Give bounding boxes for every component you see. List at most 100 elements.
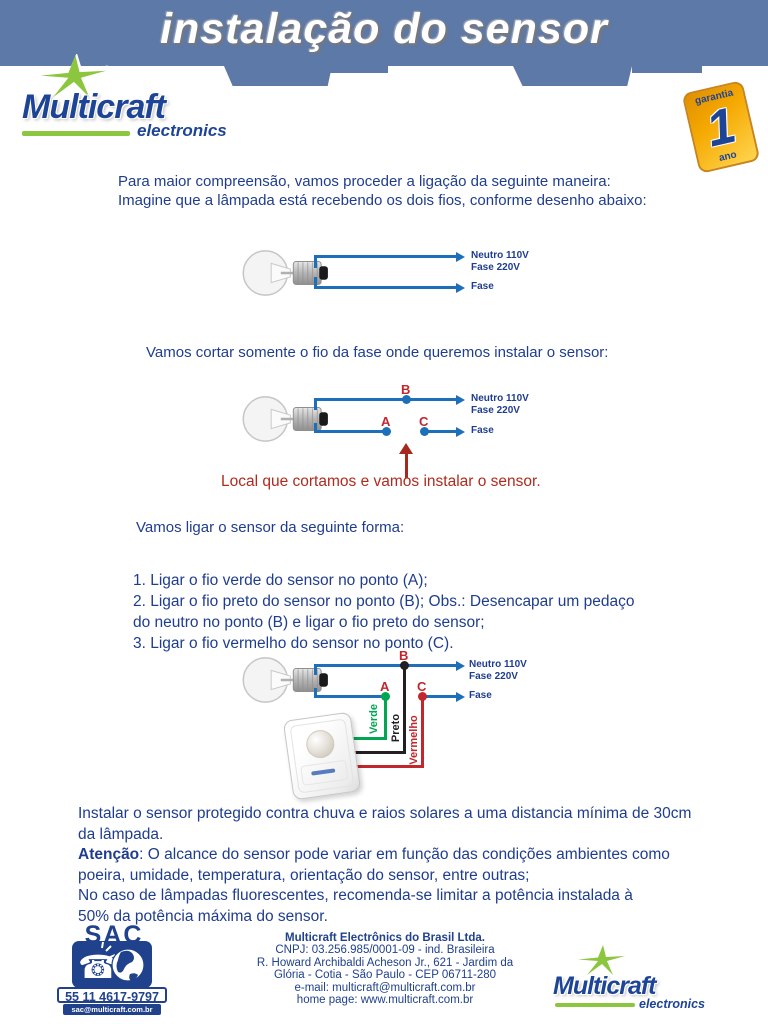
company-homepage: home page: www.multicraft.com.br — [296, 994, 474, 1007]
cut-location-arrow-icon — [399, 443, 413, 454]
sensor-wire-red — [421, 697, 424, 768]
wire-phase-riser — [314, 688, 317, 697]
sensor-wire-green — [352, 737, 387, 740]
light-bulb-graphic — [242, 657, 328, 703]
wiring-steps: 1. Ligar o fio verde do sensor no ponto … — [133, 570, 634, 654]
wire-neutral-riser — [314, 664, 317, 675]
company-address-1: R. Howard Archibaldi Acheson Jr., 621 - … — [256, 956, 514, 969]
company-name: Multicraft Electrônics do Brasil Ltda. — [284, 932, 485, 944]
point-a-dot — [381, 692, 390, 701]
arrowhead-icon — [456, 283, 465, 293]
point-a-label: A — [381, 414, 391, 429]
brand-tagline: electronics — [137, 121, 227, 140]
sac-logo: ☎ — [72, 941, 152, 988]
point-c-dot — [418, 692, 427, 701]
brand-name: Multicraft — [553, 972, 656, 1000]
wire-label-fase220: Fase 220V — [471, 262, 520, 273]
brand-underline — [555, 1003, 635, 1007]
attention-label: Atenção — [78, 846, 140, 863]
step-line-1: 1. Ligar o fio verde do sensor no ponto … — [133, 572, 428, 589]
wire-phase-riser — [314, 277, 317, 288]
attention-text: : O alcance do sensor pode variar em fun… — [139, 846, 670, 863]
banner-tab — [632, 66, 702, 73]
wire-phase-cut-right — [424, 430, 456, 433]
arrowhead-icon — [456, 661, 465, 671]
wire-label-fase220: Fase 220V — [469, 671, 518, 682]
brand-tagline: electronics — [639, 997, 706, 1011]
step-line-4: 3. Ligar o fio vermelho do sensor no pon… — [133, 635, 454, 652]
sac-phone-number: 55 11 4617-9797 — [57, 987, 167, 1004]
step-line-2: 2. Ligar o fio preto do sensor no ponto … — [133, 593, 635, 610]
warranty-badge-number: 1 — [701, 96, 741, 158]
sensor-wire-black — [348, 751, 406, 754]
note-line-4: poeira, umidade, temperatura, orientação… — [78, 866, 530, 884]
warranty-badge: garantia 1 ano — [681, 80, 761, 174]
wire-label-fase: Fase — [471, 281, 494, 292]
point-b-dot — [402, 395, 411, 404]
brand-name: Multicraft — [22, 88, 166, 126]
intro-paragraph: Para maior compreensão, vamos proceder a… — [118, 172, 647, 210]
wire-label-fase: Fase — [469, 690, 492, 701]
wire-neutral — [314, 664, 456, 667]
wire-neutral-riser — [314, 256, 317, 268]
phone-cord-icon — [122, 980, 128, 988]
cut-location-caption: Local que cortamos e vamos instalar o se… — [221, 473, 541, 490]
intro-line-1: Para maior compreensão, vamos proceder a… — [118, 173, 611, 190]
wire-phase-cut-left — [314, 695, 388, 698]
wire-phase-cut-left — [314, 430, 388, 433]
wire-phase-riser — [314, 423, 317, 432]
light-bulb-graphic — [242, 396, 328, 442]
wire-name-preto: Preto — [390, 713, 402, 743]
installation-notes: Instalar o sensor protegido contra chuva… — [78, 804, 691, 927]
company-info: Multicraft Electrônics do Brasil Ltda. C… — [215, 932, 555, 1006]
wire-name-verde: Verde — [368, 704, 380, 734]
intro-line-2: Imagine que a lâmpada está recebendo os … — [118, 192, 647, 209]
cut-location-arrow-shaft — [405, 453, 408, 478]
point-b-label: B — [399, 648, 409, 663]
company-cnpj: CNPJ: 03.256.985/0001-09 - ind. Brasilei… — [275, 944, 495, 957]
note-line-1: Instalar o sensor protegido contra chuva… — [78, 805, 692, 822]
banner-tab — [224, 66, 332, 86]
point-a-dot — [382, 427, 391, 436]
sac-email: sac@multicraft.com.br — [63, 1004, 161, 1015]
note-line-6: 50% da potência máxima do sensor. — [78, 907, 328, 925]
section2-heading: Vamos cortar somente o fio da fase onde … — [146, 344, 609, 361]
section3-heading: Vamos ligar o sensor da seguinte forma: — [136, 519, 405, 536]
wire-label-neutro: Neutro 110V — [471, 393, 529, 404]
wire-label-fase: Fase — [471, 425, 494, 436]
point-c-label: C — [419, 414, 429, 429]
arrowhead-icon — [456, 395, 465, 405]
motion-sensor-device — [282, 711, 362, 801]
wire-neutral — [314, 255, 456, 258]
point-a-label: A — [380, 679, 390, 694]
arrowhead-icon — [456, 427, 465, 437]
arrowhead-icon — [456, 692, 465, 702]
sensor-wire-red — [348, 765, 424, 768]
sensor-wire-black — [403, 666, 406, 754]
company-email: e-mail: multicraft@multicraft.com.br — [294, 981, 476, 994]
brand-star-icon — [576, 944, 627, 977]
note-line-2: da lâmpada. — [78, 825, 164, 843]
brand-underline — [22, 131, 130, 136]
banner-tab — [513, 66, 632, 86]
warranty-badge-bottom-label: ano — [717, 149, 738, 165]
banner-tab — [330, 66, 388, 73]
wire-neutral — [314, 398, 456, 401]
note-line-5: No caso de lâmpadas fluorescentes, recom… — [78, 887, 633, 904]
ring-lines-icon — [101, 941, 116, 959]
company-address-2: Glória - Cotia - São Paulo - CEP 06711-2… — [273, 969, 497, 982]
sensor-wire-green — [384, 697, 387, 740]
wire-phase-cut-right — [422, 695, 456, 698]
wire-label-neutro: Neutro 110V — [471, 250, 529, 261]
wire-name-vermelho: Vermelho — [408, 715, 420, 765]
point-b-dot — [400, 661, 409, 670]
phone-icon: ☎ — [78, 949, 118, 985]
brand-star-icon — [38, 54, 109, 100]
header-banner — [0, 0, 768, 66]
note-line-3: Atenção: O alcance do sensor pode variar… — [78, 845, 691, 866]
wire-label-neutro: Neutro 110V — [469, 659, 527, 670]
page-title: instalação do sensor — [160, 5, 608, 53]
step-line-3: do neutro no ponto (B) e ligar o fio pre… — [133, 614, 485, 631]
point-c-label: C — [417, 679, 427, 694]
